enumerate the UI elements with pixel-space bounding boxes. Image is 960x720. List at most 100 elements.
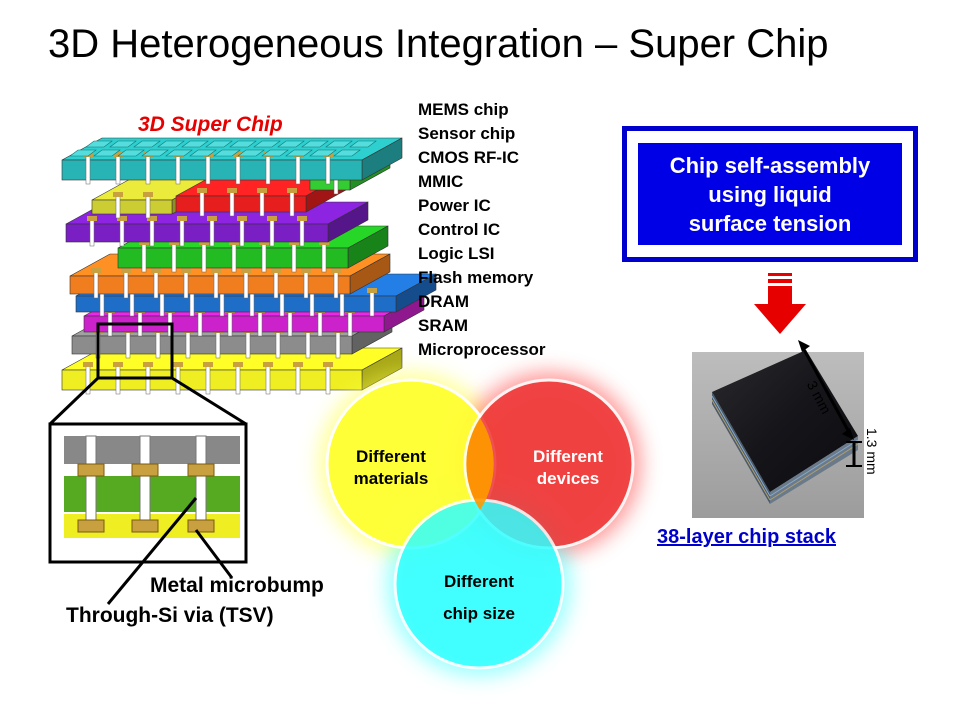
tsv-via: [289, 189, 295, 217]
mems-cell: [333, 149, 361, 157]
microbump: [367, 288, 377, 293]
tsv-arrow: [106, 497, 198, 605]
tsv-via: [227, 309, 233, 337]
venn-label-line: Different: [356, 447, 426, 466]
microbump: [237, 216, 247, 221]
tsv-via: [155, 329, 161, 359]
mems-cell: [181, 140, 209, 148]
stack-caption-link[interactable]: 38-layer chip stack: [657, 526, 836, 548]
tsv-via: [141, 241, 147, 273]
tsv-via: [93, 269, 99, 299]
tsv-via: [149, 217, 155, 247]
callout-line: Chip self-assembly: [669, 152, 871, 178]
tsv-via: [115, 193, 121, 219]
microbump: [197, 188, 207, 193]
venn-label-materials: Different materials: [331, 446, 451, 490]
tsv-via: [325, 363, 331, 395]
page-title: 3D Heterogeneous Integration – Super Chi…: [48, 22, 829, 66]
microbump: [143, 192, 153, 197]
tsv-via: [209, 217, 215, 247]
tsv-via: [153, 269, 159, 299]
tsv-via: [317, 309, 323, 337]
tsv-via: [273, 269, 279, 299]
layer-label: Power IC: [418, 196, 491, 215]
layer-label: Flash memory: [418, 268, 534, 287]
chip-layer-front: [71, 335, 353, 355]
tsv-via: [333, 269, 339, 299]
microbump-detail: [77, 463, 105, 477]
microbump-detail: [77, 519, 105, 533]
microbump: [293, 362, 303, 367]
chip-stack-illustration: [61, 137, 437, 395]
mems-cell: [205, 140, 233, 148]
tsv-via: [235, 363, 241, 395]
tsv-via: [183, 269, 189, 299]
microbump: [113, 152, 123, 157]
down-arrow: [754, 273, 806, 334]
mems-cell: [117, 149, 145, 157]
mems-cell: [189, 149, 217, 157]
layer-label-list: MEMS chip Sensor chip CMOS RF-IC MMIC Po…: [418, 98, 546, 362]
microbump: [267, 216, 277, 221]
venn-label-line: Different: [444, 572, 514, 591]
microbump: [287, 188, 297, 193]
tsv-via: [205, 153, 211, 185]
tsv-via: [235, 153, 241, 185]
tsv-via: [321, 241, 327, 273]
microbump-detail: [187, 519, 215, 533]
zoom-box: [96, 322, 174, 380]
microbump: [331, 268, 341, 273]
layer-label: MMIC: [418, 172, 464, 191]
microbump: [113, 362, 123, 367]
tsv-via: [213, 269, 219, 299]
tsv-via: [325, 153, 331, 185]
microbump: [227, 188, 237, 193]
tsv-via: [119, 217, 125, 247]
microbump: [151, 268, 161, 273]
microbump: [257, 188, 267, 193]
tsv-via: [231, 241, 237, 273]
microbump: [211, 268, 221, 273]
microbump: [319, 240, 329, 245]
microbump: [207, 216, 217, 221]
chip-layer-front: [91, 199, 173, 215]
tsv-via: [295, 153, 301, 185]
zoom-line-left: [48, 376, 100, 426]
tsv-via: [175, 153, 181, 185]
tsv-via: [229, 189, 235, 217]
tsv-via: [291, 241, 297, 273]
callout-text-box: Chip self-assembly using liquid surface …: [638, 143, 902, 245]
tsv-via: [185, 329, 191, 359]
tsv-via: [265, 153, 271, 185]
venn-label-line: chip size: [443, 604, 515, 623]
tsv-pillar: [195, 435, 207, 533]
tsv-via: [245, 329, 251, 359]
zoom-line-right: [171, 376, 247, 426]
chip-layer-front: [61, 369, 363, 391]
tsv-via: [205, 363, 211, 395]
chip-layer-front: [69, 275, 351, 295]
microbump: [263, 362, 273, 367]
layer-label: Control IC: [418, 220, 501, 239]
tsv-via: [243, 269, 249, 299]
tsv-via: [85, 153, 91, 185]
mems-cell: [93, 149, 121, 157]
venn-label-chipsize: Different chip size: [419, 566, 539, 630]
microbump: [233, 152, 243, 157]
mems-cell: [229, 140, 257, 148]
microbump: [147, 216, 157, 221]
mems-cell: [261, 149, 289, 157]
mems-cell: [349, 140, 377, 148]
microbump: [91, 268, 101, 273]
tsv-via: [287, 309, 293, 337]
layer-label: Microprocessor: [418, 340, 546, 359]
mems-cell: [109, 140, 137, 148]
tsv-via: [215, 329, 221, 359]
callout-line: surface tension: [688, 210, 852, 236]
mems-cell: [237, 149, 265, 157]
tsv-via: [369, 289, 375, 317]
tsv-pillar: [85, 435, 97, 533]
microbump: [173, 362, 183, 367]
microbump: [169, 240, 179, 245]
